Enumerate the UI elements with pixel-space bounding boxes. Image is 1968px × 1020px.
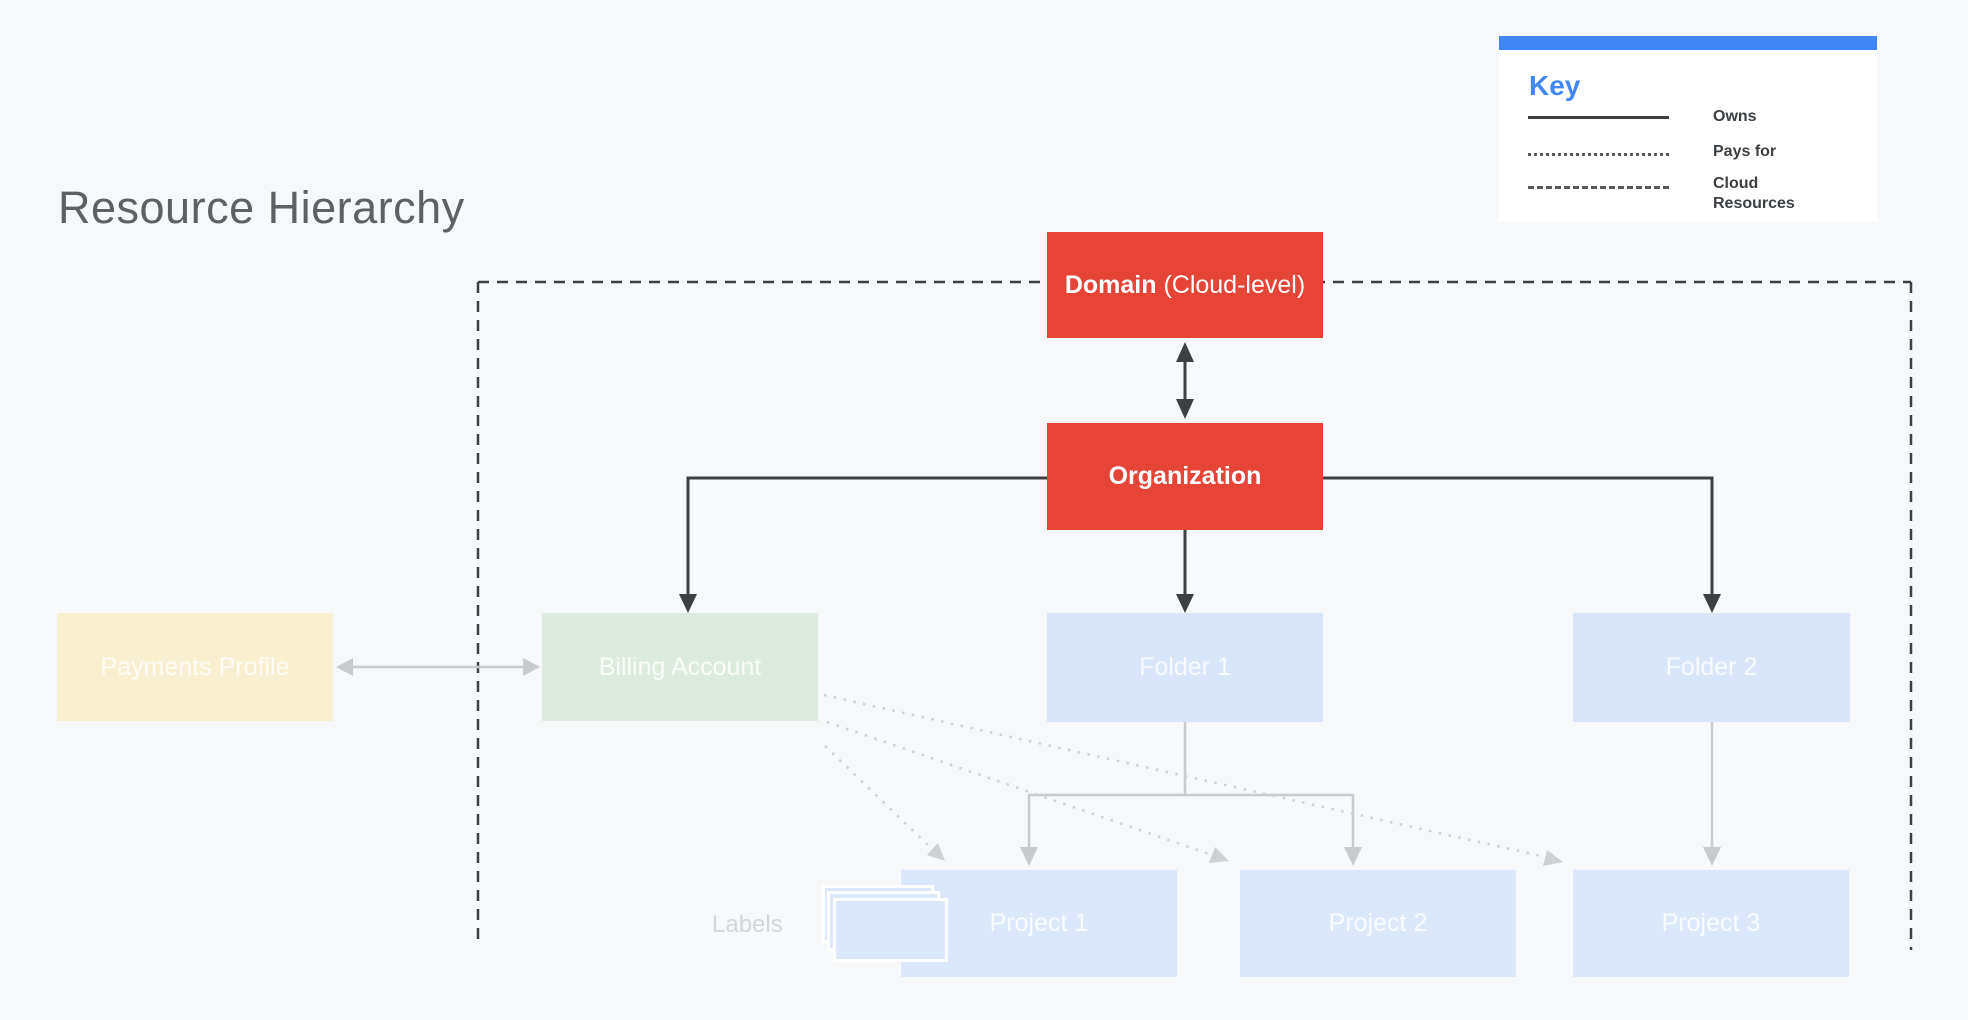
- folder-1-label: Folder 1: [1139, 653, 1231, 681]
- key-label-owns: Owns: [1713, 108, 1757, 125]
- key-accent-bar: [1499, 36, 1877, 50]
- node-project-3: Project 3: [1573, 870, 1849, 977]
- dotted-arrowheads: [927, 843, 1563, 866]
- node-project-2: Project 2: [1240, 870, 1516, 977]
- node-folder-2: Folder 2: [1573, 613, 1850, 722]
- cloud-resources-dashed-border: [476, 280, 1913, 950]
- page-title: Resource Hierarchy: [58, 182, 465, 233]
- arrow-organization-billing: [686, 476, 1047, 596]
- dotted-line-sample: [1528, 153, 1669, 156]
- labels-stack-icon: [833, 898, 948, 962]
- folder-2-label: Folder 2: [1665, 653, 1758, 681]
- node-billing-account: Billing Account: [542, 613, 818, 721]
- key-legend: Key Owns Pays for Cloud Resources: [1499, 36, 1877, 222]
- node-organization: Organization: [1047, 423, 1323, 530]
- dotted-billing-project1: [824, 745, 933, 850]
- key-label-pays-for: Pays for: [1713, 143, 1777, 160]
- node-payments-profile: Payments Profile: [57, 613, 333, 721]
- node-folder-1: Folder 1: [1047, 613, 1323, 722]
- owns-arrows: [686, 361, 1714, 596]
- domain-label-rest: (Cloud-level): [1156, 270, 1306, 299]
- dotted-billing-project2: [826, 720, 1213, 857]
- folder1-branch: [1027, 793, 1355, 849]
- key-title: Key: [1529, 70, 1581, 101]
- project-1-label: Project 1: [989, 909, 1089, 937]
- key-label-cloud-resources: Cloud Resources: [1713, 175, 1795, 212]
- labels-caption: Labels: [712, 911, 783, 938]
- billing-account-label: Billing Account: [598, 652, 762, 681]
- domain-label-bold: Domain: [1064, 270, 1157, 299]
- project-2-label: Project 2: [1328, 909, 1428, 937]
- node-domain: Domain (Cloud-level): [1047, 232, 1323, 338]
- solid-line-sample: [1528, 116, 1669, 119]
- dashed-line-sample: [1528, 186, 1669, 189]
- arrow-organization-folder2: [1323, 476, 1714, 596]
- organization-label: Organization: [1108, 462, 1262, 490]
- gray-arrowheads: [336, 658, 1721, 866]
- project-3-label: Project 3: [1661, 909, 1761, 937]
- payments-profile-label: Payments Profile: [100, 652, 290, 681]
- key-body: Key Owns Pays for Cloud Resources: [1499, 50, 1877, 222]
- owns-arrowheads: [679, 342, 1721, 613]
- gray-arrows: [350, 665, 1714, 849]
